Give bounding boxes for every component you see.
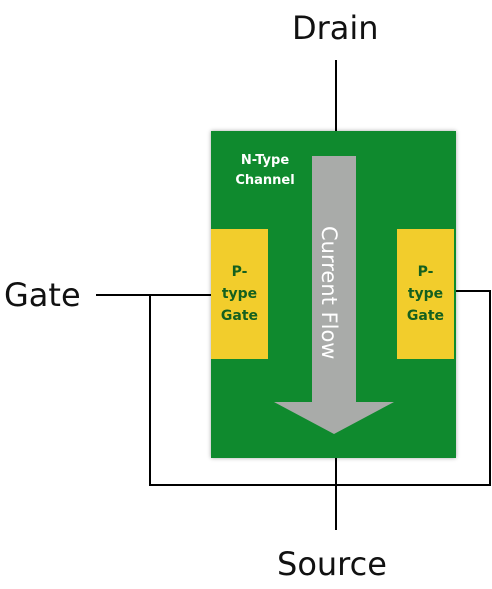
gate-left-label: P- type Gate — [220, 264, 259, 324]
channel-label: N-Type Channel — [235, 153, 295, 188]
gate-right-label: P- type Gate — [406, 264, 445, 324]
source-label: Source — [277, 545, 387, 583]
current-flow-label: Current Flow — [317, 226, 341, 360]
arrow-shape — [274, 156, 394, 434]
gate-wire-bottom — [149, 484, 491, 486]
current-flow-arrow: Current Flow — [274, 156, 394, 434]
drain-label: Drain — [292, 9, 379, 47]
drain-wire — [335, 60, 337, 132]
gate-label: Gate — [4, 276, 81, 314]
p-type-gate-right: P- type Gate — [397, 229, 454, 359]
gate-wire-left-lead — [96, 294, 212, 296]
gate-wire-right-lead — [456, 290, 491, 292]
gate-wire-right-vertical — [489, 290, 491, 486]
source-wire — [335, 458, 337, 530]
gate-wire-left-vertical — [149, 294, 151, 486]
p-type-gate-left: P- type Gate — [211, 229, 268, 359]
